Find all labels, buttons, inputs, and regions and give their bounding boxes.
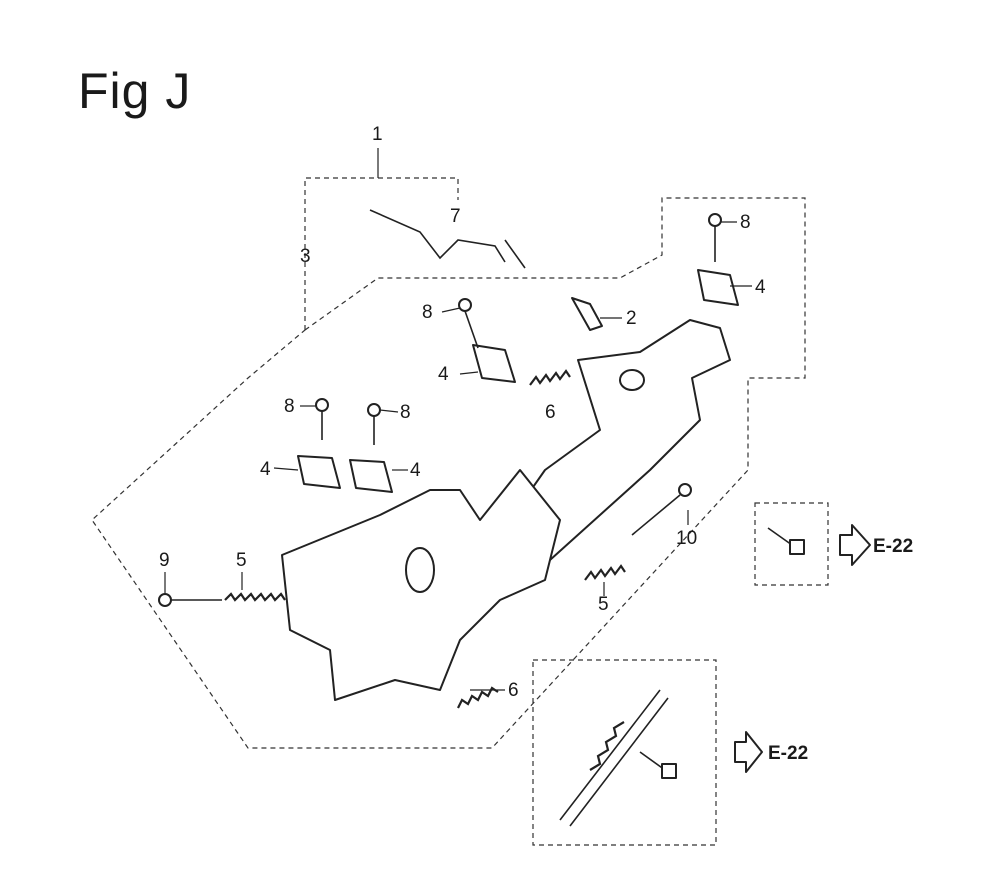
long-bolt (631, 483, 692, 536)
clip (697, 269, 739, 306)
reference-label: E-22 (768, 743, 808, 764)
callout-6: 6 (508, 680, 519, 701)
arrow-right-icon (734, 731, 763, 773)
bolt-reference-box (754, 502, 829, 586)
assembly-outline (304, 177, 459, 330)
spring-icon (559, 689, 669, 827)
reference-label: E-22 (873, 536, 913, 557)
callout-6: 6 (545, 402, 556, 423)
wire-rod (369, 209, 526, 269)
spring (529, 369, 571, 386)
screw (708, 213, 722, 262)
upper-plate (509, 319, 731, 561)
clip (297, 455, 341, 489)
callout-4: 4 (755, 277, 766, 298)
callout-8: 8 (284, 396, 295, 417)
callout-9: 9 (159, 550, 170, 571)
long-bolt (158, 593, 222, 607)
callout-10: 10 (676, 528, 697, 549)
spring (224, 592, 286, 602)
callout-3: 3 (300, 246, 311, 267)
bolt-icon (767, 527, 805, 555)
figure-title: Fig J (78, 63, 192, 119)
screw (315, 398, 329, 440)
bolt-icon (639, 751, 677, 779)
callout-4: 4 (438, 364, 449, 385)
callout-5: 5 (598, 594, 609, 615)
callout-4: 4 (410, 460, 421, 481)
callout-8: 8 (740, 212, 751, 233)
callout-8: 8 (422, 302, 433, 323)
bracket-hole (405, 547, 435, 593)
clip (472, 344, 516, 383)
callout-2: 2 (626, 308, 637, 329)
screw (367, 403, 381, 445)
spring (457, 686, 499, 709)
plate-hole (619, 369, 645, 391)
arrow-right-icon (839, 524, 871, 566)
callout-4: 4 (260, 459, 271, 480)
callout-8: 8 (400, 402, 411, 423)
link-clip (571, 297, 603, 331)
callout-7: 7 (450, 206, 461, 227)
spring (584, 564, 626, 581)
spring-reference-box (532, 659, 717, 846)
callout-5: 5 (236, 550, 247, 571)
clip (349, 459, 393, 493)
callout-1: 1 (372, 124, 383, 145)
screw (458, 298, 479, 349)
